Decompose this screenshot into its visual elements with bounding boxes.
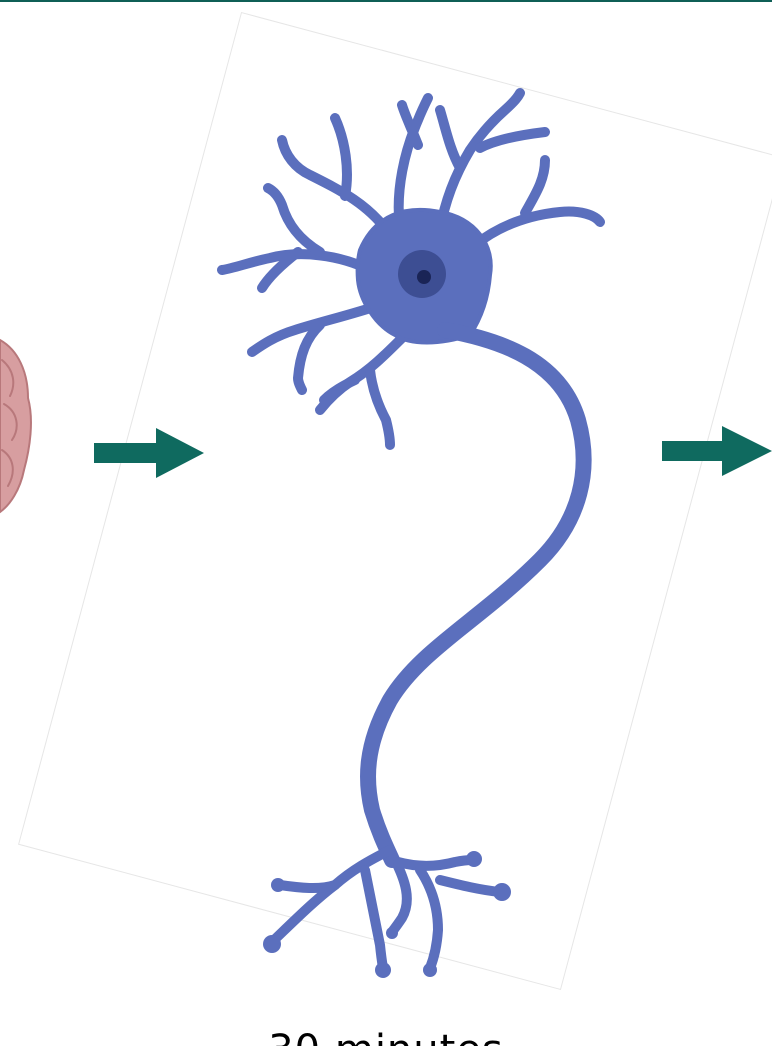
arrow-right-icon xyxy=(662,426,772,476)
neuron-icon xyxy=(222,93,600,978)
caption-label: 30 minutes xyxy=(0,1030,772,1046)
arrow-right-icon xyxy=(94,428,204,478)
nucleolus xyxy=(417,270,431,284)
axon-terminals xyxy=(272,850,500,968)
axon xyxy=(368,330,584,860)
brain-icon xyxy=(0,340,31,512)
